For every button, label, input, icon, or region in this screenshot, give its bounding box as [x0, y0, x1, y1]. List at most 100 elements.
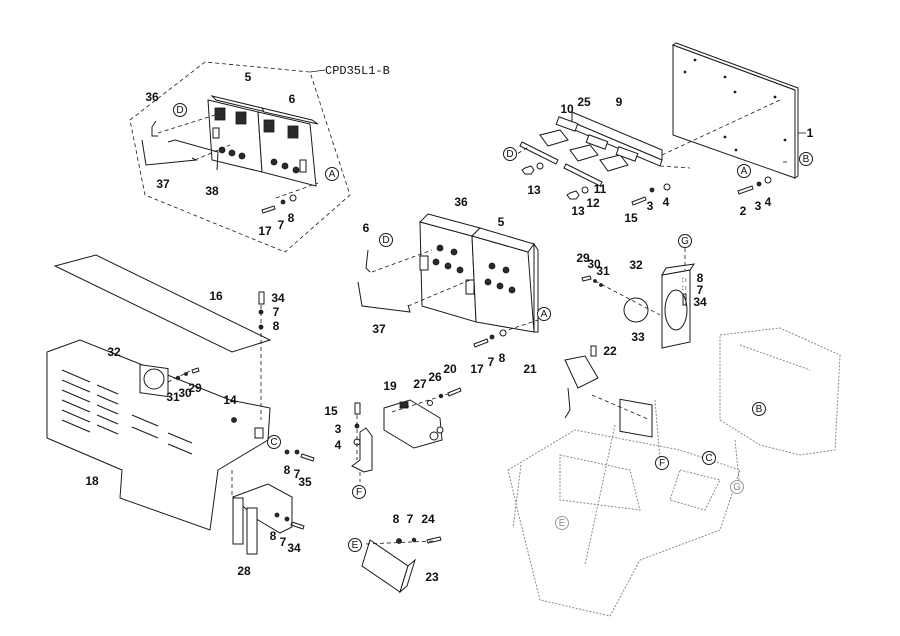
contactor-bracket-drawing [351, 427, 373, 473]
part-number-label: 12 [586, 196, 600, 210]
part-number-label: 36 [145, 90, 159, 104]
part-number-label: 15 [324, 404, 338, 418]
reference-marker-f: F [655, 456, 669, 470]
svg-text:C: C [270, 437, 277, 448]
part-number-label: 8 [499, 351, 506, 365]
counterweight-drawing [719, 327, 841, 456]
part-number-label: 7 [697, 283, 704, 297]
handle-37-main-drawing [357, 281, 411, 313]
part-number-label: 35 [298, 475, 312, 489]
part-number-label: 17 [258, 224, 272, 238]
part-number-label: 34 [693, 295, 707, 309]
part-number-label: 2 [740, 204, 747, 218]
top-cover-16-drawing [53, 254, 272, 353]
truck-frame-group [507, 327, 841, 617]
svg-text:E: E [352, 540, 359, 551]
reference-marker-d: D [379, 233, 393, 247]
part-number-label: 37 [156, 177, 170, 191]
screw-22-drawing [590, 345, 597, 357]
part-number-label: 32 [107, 345, 121, 359]
part-number-label: 25 [577, 95, 591, 109]
part-number-label: 6 [363, 221, 370, 235]
reference-marker-f: F [352, 485, 366, 499]
part-number-label: 16 [209, 289, 223, 303]
part-number-label: 17 [470, 362, 484, 376]
svg-text:A: A [741, 166, 748, 177]
part-number-label: 3 [335, 422, 342, 436]
part-number-label: 4 [663, 195, 670, 209]
part-number-label: 31 [166, 390, 180, 404]
part-number-label: 7 [278, 218, 285, 232]
mounting-plate-group [511, 42, 806, 206]
svg-text:A: A [329, 169, 336, 180]
clamp-11-drawing [599, 154, 629, 172]
part-number-label: 22 [603, 344, 617, 358]
part-number-label: 27 [413, 377, 427, 391]
part-number-label: 9 [616, 95, 623, 109]
svg-text:F: F [659, 458, 665, 469]
part-number-label: 4 [335, 438, 342, 452]
relay-21-drawing [564, 355, 599, 389]
contactor-group [351, 387, 462, 482]
reference-marker-d: D [173, 103, 187, 117]
part-number-label: 8 [273, 319, 280, 333]
clamp-10-drawing [539, 129, 569, 147]
part-number-label: 7 [280, 535, 287, 549]
bolt-15-contactor-drawing [354, 402, 361, 415]
part-number-label: 23 [425, 570, 439, 584]
part-number-label: 28 [237, 564, 251, 578]
reference-marker-b: B [752, 402, 766, 416]
part-number-label: 5 [498, 215, 505, 229]
svg-text:D: D [506, 149, 513, 160]
part-number-label: 24 [421, 512, 435, 526]
reference-marker-c: C [702, 451, 716, 465]
svg-text:D: D [382, 235, 389, 246]
bolt-2-drawing [737, 185, 754, 195]
controller-group [357, 213, 539, 348]
reference-marker-a: A [537, 307, 551, 321]
part-number-label: 11 [594, 182, 607, 196]
bolt-34-top-drawing [258, 291, 265, 305]
part-number-label: 5 [245, 70, 252, 84]
controller-5-drawing [207, 95, 268, 173]
reference-marker-d: D [503, 147, 517, 161]
nut-13-drawing [521, 165, 535, 175]
strip-12-drawing [519, 141, 559, 165]
assembly-callout-label: CPD35L1-B [325, 64, 390, 78]
reference-marker-e: E [555, 516, 569, 530]
part-number-label: 6 [289, 92, 296, 106]
reference-marker-b: B [799, 152, 813, 166]
part-number-label: 3 [755, 199, 762, 213]
svg-text:C: C [705, 453, 712, 464]
svg-text:A: A [541, 309, 548, 320]
part-number-label: 33 [631, 330, 645, 344]
reference-marker-g: G [730, 480, 744, 494]
part-number-label: 21 [523, 362, 537, 376]
reference-marker-a: A [325, 167, 339, 181]
part-number-label: 30 [587, 257, 601, 271]
handle-36-main-drawing [365, 249, 371, 273]
part-number-label: 36 [454, 195, 468, 209]
svg-text:G: G [681, 236, 689, 247]
part-number-label: 37 [372, 322, 386, 336]
part-number-label: 8 [270, 529, 277, 543]
controller-5-main-drawing [419, 221, 477, 323]
box-group [361, 536, 442, 594]
part-number-label: 31 [596, 264, 610, 278]
svg-text:D: D [176, 105, 183, 116]
reference-marker-e: E [348, 538, 362, 552]
part-number-label: 8 [697, 271, 704, 285]
part-number-label: 19 [383, 379, 397, 393]
fan-32-cover-drawing [139, 364, 169, 398]
svg-text:B: B [756, 404, 763, 415]
reference-marker-c: C [267, 435, 281, 449]
svg-text:G: G [733, 482, 741, 493]
part-number-label: 29 [576, 251, 590, 265]
reference-markers: D A D A B D A G C F E B C F G E [173, 103, 813, 552]
part-number-label: 7 [407, 512, 414, 526]
part-number-label: 34 [271, 291, 285, 305]
part-number-label: 13 [527, 183, 541, 197]
part-number-label: 3 [647, 199, 654, 213]
